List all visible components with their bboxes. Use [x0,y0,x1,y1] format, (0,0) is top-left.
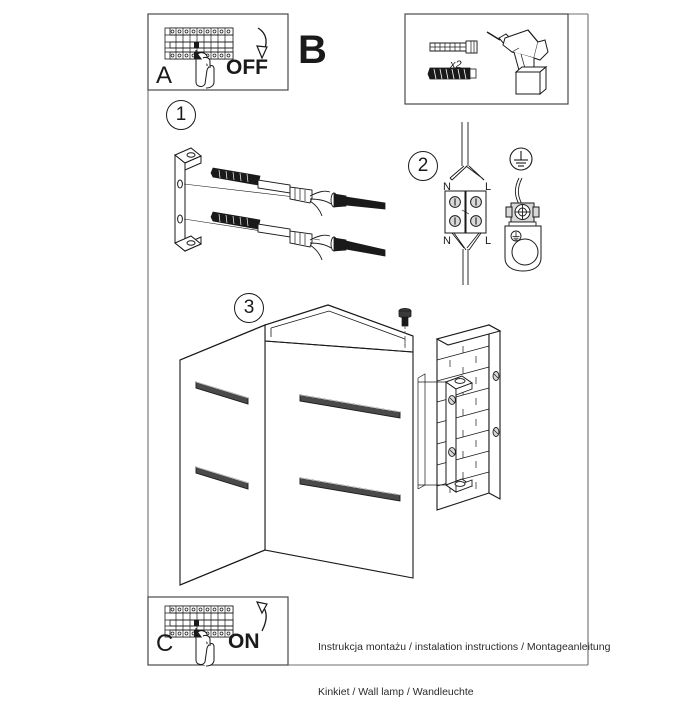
terminal-block-icon [444,190,487,234]
step-2-illustration [444,122,542,285]
wall-screw-icon [492,371,500,437]
caption-line-2: Kinkiet / Wall lamp / Wandleuchte [318,686,474,698]
terminal-label-l-top: L [485,181,492,193]
screw-assembly-upper [183,167,386,217]
power-on-label: ON [228,630,260,653]
decorative-slot [299,394,401,419]
terminal-label-n-bottom: N [443,235,451,247]
terminal-label-l-bottom: L [485,235,492,247]
power-off-label: OFF [226,56,268,79]
step-1-illustration [174,147,386,261]
caption-line-1: Instrukcja montażu / instalation instruc… [318,641,611,653]
decorative-slot [299,477,401,502]
quantity-label: x2 [450,59,462,71]
earth-ground-symbol-icon [509,147,533,171]
hand-pointing-icon [195,628,215,667]
panel-c-label: C [156,630,174,657]
panel-power-on [147,596,289,667]
panel-b-label: B [298,28,328,72]
bracket-icon [444,375,474,493]
arrow-up-curved-icon [255,601,268,632]
panel-tools [404,13,569,105]
instruction-sheet [147,13,589,667]
panel-power-off [147,13,289,91]
hand-pointing-icon [195,50,215,89]
step-number-2: 2 [408,151,438,181]
alignment-guides [417,373,446,490]
panel-a-label: A [156,62,173,89]
lamp-socket-icon [504,202,542,272]
screw-icon [427,67,477,80]
step-number-3: 3 [234,293,264,323]
step-3-illustration [179,304,502,586]
decorative-slot [195,381,249,405]
caption-block: Instrukcja montażu / instalation instruc… [318,610,610,715]
mounting-bracket-icon [174,147,202,253]
lamp-shade-box-icon [179,304,414,586]
grub-screw-icon [398,307,412,348]
power-drill-icon [486,29,549,96]
arrow-down-curved-icon [256,27,268,60]
lamp-cable-icon [451,232,482,285]
wall-plug-icon [429,40,478,54]
terminal-label-n-top: N [443,181,451,193]
screw-assembly-lower [183,211,386,261]
step-number-1: 1 [166,100,196,130]
decorative-slot [195,466,249,490]
circuit-breaker-panel-icon [164,605,234,638]
supply-cable-icon [449,122,485,181]
